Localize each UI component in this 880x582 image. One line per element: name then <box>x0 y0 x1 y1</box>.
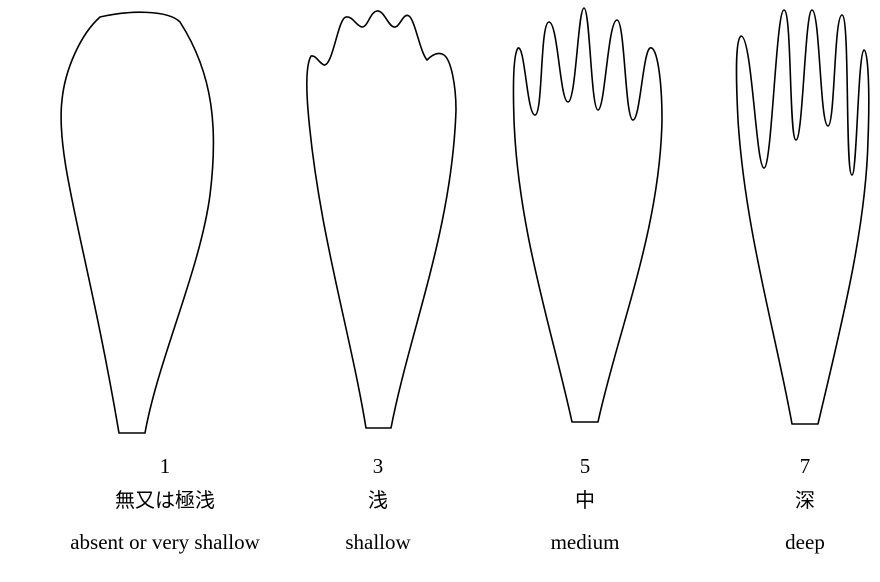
petal-outline-shallow <box>305 10 457 429</box>
caption-shallow: 3 浅 shallow <box>248 452 508 556</box>
label-english: medium <box>550 530 620 554</box>
level-number: 5 <box>579 454 591 478</box>
label-japanese: 深 <box>795 488 815 512</box>
label-english: absent or very shallow <box>70 530 260 554</box>
caption-absent: 1 無又は極浅 absent or very shallow <box>35 452 295 556</box>
level-number: 7 <box>799 454 811 478</box>
level-number: 1 <box>159 454 171 478</box>
label-japanese: 無又は極浅 <box>115 488 215 512</box>
label-japanese: 浅 <box>368 488 388 512</box>
petal-outline-medium <box>512 7 663 423</box>
label-english: deep <box>785 530 825 554</box>
caption-deep: 7 深 deep <box>675 452 880 556</box>
petal-outline-deep <box>735 9 870 425</box>
label-english: shallow <box>345 530 411 554</box>
label-japanese: 中 <box>575 488 595 512</box>
petal-outline-absent <box>60 11 215 434</box>
level-number: 3 <box>372 454 384 478</box>
caption-medium: 5 中 medium <box>455 452 715 556</box>
